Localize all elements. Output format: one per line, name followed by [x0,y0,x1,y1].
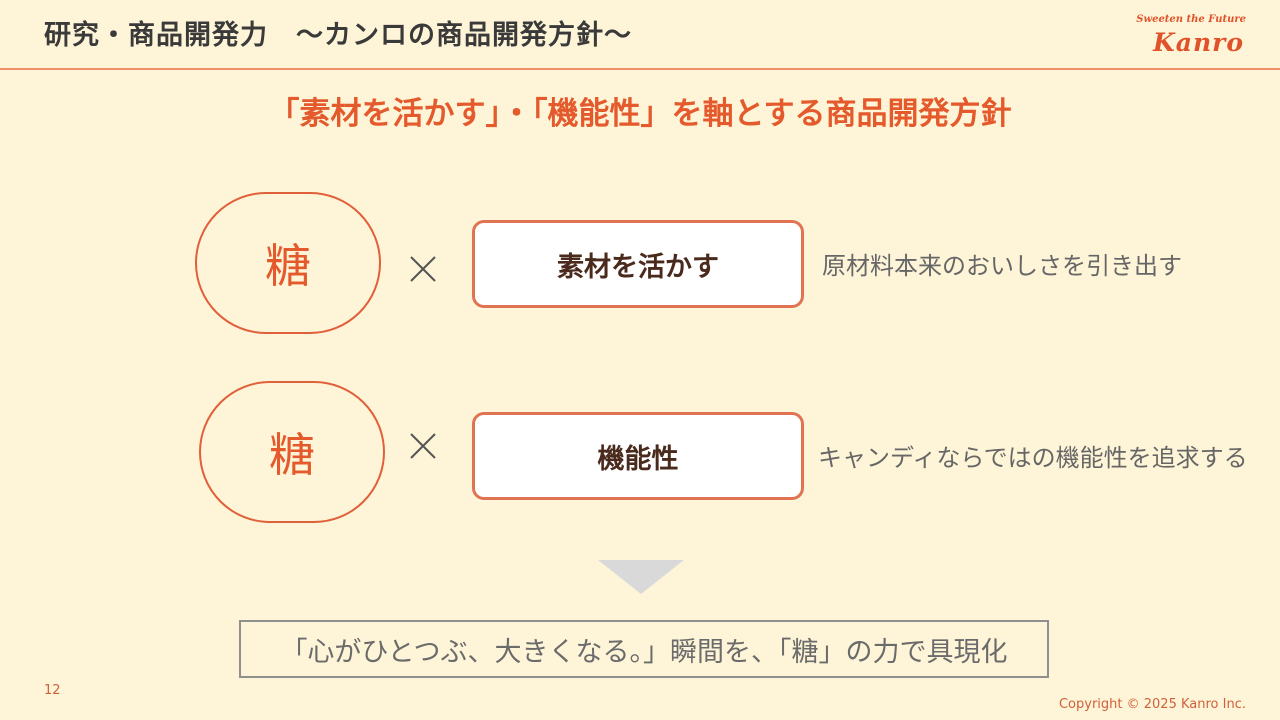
concept-description: キャンディならではの機能性を追求する [818,444,1248,472]
policy-row-material: 糖 素材を活かす 原材料本来のおいしさを引き出す [0,192,1280,342]
kanro-logo: Sweeten the Future Kanro [1136,12,1246,62]
sugar-badge: 糖 [195,192,381,334]
concept-box-material: 素材を活かす [472,220,804,308]
multiply-icon [410,256,436,282]
conclusion-box: 「心がひとつぶ、大きくなる。」瞬間を、「糖」の力で具現化 [239,620,1049,678]
sugar-badge: 糖 [199,381,385,523]
concept-description: 原材料本来のおいしさを引き出す [822,252,1182,280]
down-triangle-icon [598,560,684,594]
page-number: 12 [44,683,61,698]
policy-row-function: 糖 機能性 キャンディならではの機能性を追求する [0,381,1280,531]
logo-tagline: Sweeten the Future [1136,14,1246,25]
slide-title: 研究・商品開発力 ～カンロの商品開発方針～ [44,20,632,51]
copyright: Copyright © 2025 Kanro Inc. [1058,697,1246,712]
multiply-icon [410,433,436,459]
logo-name: Kanro [1153,28,1244,57]
concept-box-function: 機能性 [472,412,804,500]
header-divider [0,68,1280,70]
headline: 「素材を活かす」・「機能性」を軸とする商品開発方針 [268,96,1012,132]
